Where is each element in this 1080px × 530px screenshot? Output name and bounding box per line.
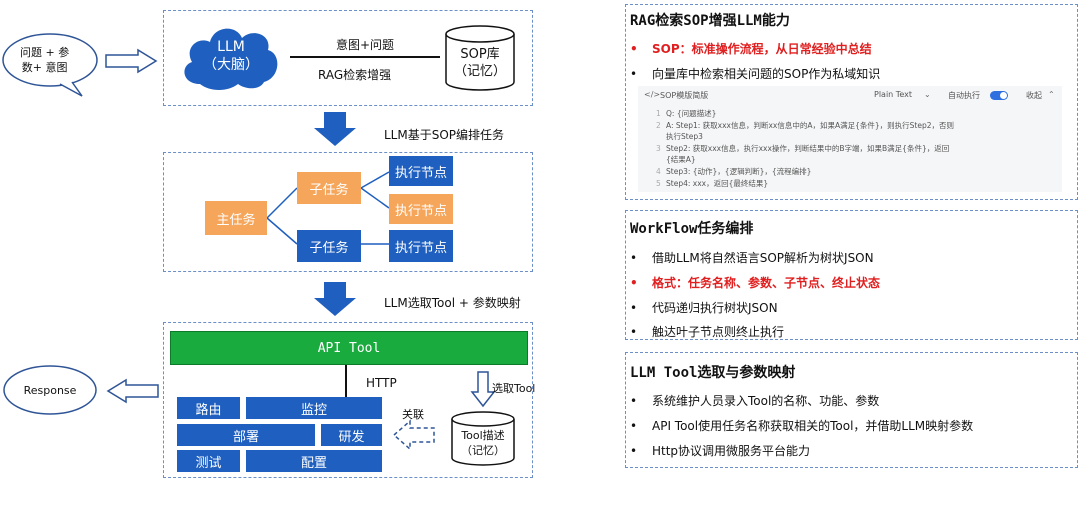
step1-label: LLM基于SOP编排任务 <box>384 128 505 142</box>
task-tree-lines <box>266 171 390 245</box>
tool-bullet-1: •系统维护人员录入Tool的名称、功能、参数 <box>630 394 880 408</box>
service-config: 配置 <box>246 450 382 472</box>
workflow-bullet-4: •触达叶子节点则终止执行 <box>630 325 785 339</box>
http-label: HTTP <box>366 376 397 390</box>
question-bubble-text: 问题 + 参数+ 意图 <box>20 46 70 74</box>
service-test: 测试 <box>177 450 240 472</box>
database-icon <box>445 25 515 91</box>
step2-label: LLM选取Tool + 参数映射 <box>384 296 521 310</box>
task-orchestration-box <box>163 152 533 272</box>
workflow-panel <box>625 210 1078 340</box>
down-arrow-icon <box>314 282 356 316</box>
auto-run-label: 自动执行 <box>948 91 980 100</box>
code-lang-select[interactable]: Plain Text <box>874 90 912 99</box>
chevron-down-icon: ⌄ <box>924 90 931 99</box>
relate-label: 关联 <box>402 408 424 421</box>
rag-panel <box>625 4 1078 200</box>
down-arrow-icon <box>314 112 356 146</box>
response-bubble-shape <box>3 365 97 415</box>
response-label: Response <box>23 384 77 397</box>
right-arrow-icon <box>105 48 158 74</box>
api-tool-box <box>163 322 533 478</box>
main-task-node: 主任务 <box>205 201 267 235</box>
workflow-bullet-3: •代码递归执行树状JSON <box>630 301 778 315</box>
sop-db-label: SOP库（记忆） <box>453 47 506 79</box>
service-route: 路由 <box>177 397 240 419</box>
http-line <box>345 365 347 397</box>
exec-node-1: 执行节点 <box>389 156 453 186</box>
connector-line <box>290 56 440 58</box>
exec-node-3: 执行节点 <box>389 230 453 262</box>
code-icon: </> <box>644 90 661 99</box>
service-deploy: 部署 <box>177 424 315 446</box>
tool-bullet-3: •Http协议调用微服务平台能力 <box>630 444 811 458</box>
left-arrow-icon <box>106 378 159 404</box>
sub-task-node-1: 子任务 <box>297 172 361 204</box>
rag-bullet-2: •向量库中检索相关问题的SOP作为私域知识 <box>630 67 881 81</box>
code-title: SOP模版简版 <box>660 91 709 100</box>
down-arrow-outline-icon <box>470 371 496 408</box>
code-line: {结果A} <box>666 155 696 164</box>
api-tool-bar: API Tool <box>170 331 528 365</box>
code-line: 执行Step3 <box>666 132 703 141</box>
intent-label: 意图+问题 <box>336 38 395 52</box>
rag-panel-title: RAG检索SOP增强LLM能力 <box>630 13 790 29</box>
cloud-icon <box>184 28 278 90</box>
collapse-button[interactable]: 收起 <box>1026 91 1042 100</box>
tool-panel-title: LLM Tool选取与参数映射 <box>630 365 796 381</box>
rag-label: RAG检索增强 <box>318 68 392 82</box>
question-bubble-shape <box>2 33 98 97</box>
tool-bullet-2: •API Tool使用任务名称获取相关的Tool，并借助LLM映射参数 <box>630 419 974 433</box>
workflow-bullet-2: •格式：任务名称、参数、子节点、终止状态 <box>630 276 881 290</box>
workflow-panel-title: WorkFlow任务编排 <box>630 221 754 237</box>
rag-bullet-1: •SOP：标准操作流程，从日常经验中总结 <box>630 42 872 56</box>
llm-brain-label: LLM（大脑） <box>203 39 259 73</box>
tool-panel <box>625 352 1078 468</box>
exec-node-2: 执行节点 <box>389 194 453 224</box>
select-tool-label: 选取Tool <box>492 382 536 395</box>
sub-task-node-2: 子任务 <box>297 230 361 262</box>
database-icon <box>451 411 515 466</box>
auto-run-toggle[interactable] <box>990 91 1008 100</box>
chevron-up-icon: ⌃ <box>1048 90 1055 99</box>
workflow-bullet-1: •借助LLM将自然语言SOP解析为树状JSON <box>630 251 874 265</box>
left-dashed-arrow-icon <box>392 419 435 451</box>
service-dev: 研发 <box>321 424 382 446</box>
service-monitor: 监控 <box>246 397 382 419</box>
tool-db-label: Tool描述（记忆） <box>461 429 505 457</box>
llm-rag-box <box>163 10 533 106</box>
